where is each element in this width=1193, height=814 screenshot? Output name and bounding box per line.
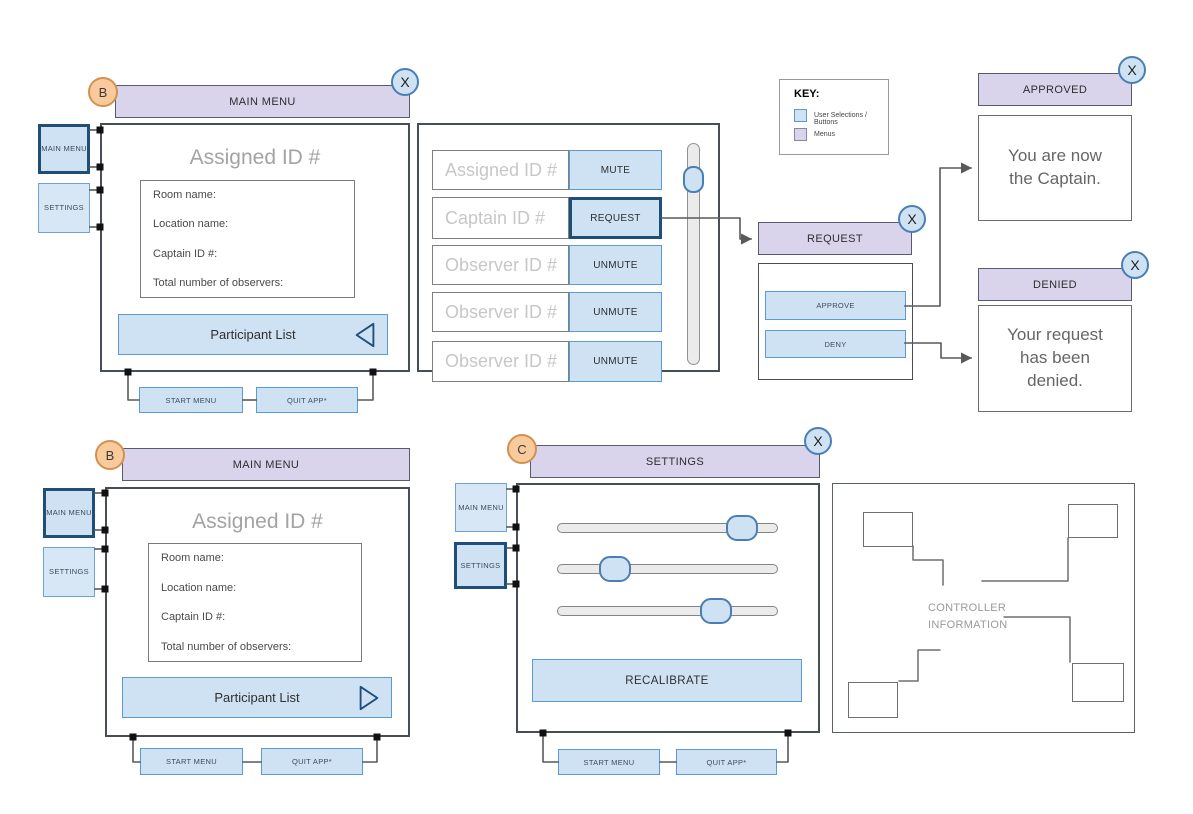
controller-callout-box <box>1072 663 1124 702</box>
room-info-box: Room name: Location name: Captain ID #: … <box>140 180 355 298</box>
main-menu-top-header: MAIN MENU <box>115 85 410 118</box>
start-menu-button[interactable]: START MENU <box>139 387 243 413</box>
scrollbar-track[interactable] <box>687 143 700 365</box>
label-badge-b-top: B <box>88 77 118 107</box>
close-icon[interactable]: X <box>391 68 419 96</box>
slider-track[interactable] <box>557 515 778 541</box>
main-menu-bottom-header: MAIN MENU <box>122 448 410 481</box>
assigned-id-heading: Assigned ID # <box>192 510 323 533</box>
settings-header: SETTINGS <box>530 445 820 478</box>
unmute-button[interactable]: UNMUTE <box>569 341 662 382</box>
start-menu-button[interactable]: START MENU <box>140 748 243 775</box>
sidebar-item-main-menu[interactable]: MAIN MENU <box>43 488 95 538</box>
request-dialog-header: REQUEST <box>758 222 912 255</box>
label-badge-b-bottom: B <box>95 440 125 470</box>
participant-row-label: Observer ID # <box>432 245 569 285</box>
participant-row-label: Observer ID # <box>432 341 569 382</box>
key-swatch-buttons <box>794 109 807 122</box>
captain-id-field: Captain ID #: <box>161 611 226 624</box>
observer-count-field: Total number of observers: <box>161 640 292 653</box>
sidebar-item-settings[interactable]: SETTINGS <box>43 547 95 597</box>
close-icon[interactable]: X <box>1118 56 1146 84</box>
key-title: KEY: <box>794 88 820 100</box>
controller-information-label: CONTROLLER INFORMATION <box>928 602 1008 631</box>
key-label-buttons: User Selections / Buttons <box>814 112 867 126</box>
controller-callout-box <box>1068 504 1118 538</box>
quit-app-button[interactable]: QUIT APP* <box>261 748 363 775</box>
close-icon[interactable]: X <box>804 427 832 455</box>
sidebar-item-main-menu[interactable]: MAIN MENU <box>38 124 90 174</box>
participant-row-label: Observer ID # <box>432 292 569 332</box>
location-name-field: Location name: <box>153 218 229 231</box>
slider-track[interactable] <box>557 556 778 582</box>
deny-button[interactable]: DENY <box>765 330 906 358</box>
unmute-button[interactable]: UNMUTE <box>569 292 662 332</box>
unmute-button[interactable]: UNMUTE <box>569 245 662 285</box>
sidebar-item-settings[interactable]: SETTINGS <box>38 183 90 233</box>
participant-list-button[interactable]: Participant List <box>122 677 392 718</box>
close-icon[interactable]: X <box>1121 251 1149 279</box>
controller-callout-box <box>863 512 913 547</box>
close-icon[interactable]: X <box>898 205 926 233</box>
room-info-box: Room name: Location name: Captain ID #: … <box>148 543 362 662</box>
label-badge-c: C <box>507 434 537 464</box>
scrollbar-handle[interactable] <box>683 166 704 193</box>
request-dialog-panel <box>758 263 913 380</box>
recalibrate-button[interactable]: RECALIBRATE <box>532 659 802 702</box>
participant-list-label: Participant List <box>210 327 296 342</box>
key-swatch-menus <box>794 128 807 141</box>
participant-list-label: Participant List <box>214 690 300 705</box>
triangle-right-icon[interactable] <box>355 684 383 715</box>
participant-list-button[interactable]: Participant List <box>118 314 388 355</box>
approved-message: You are now the Captain. <box>978 115 1132 221</box>
sidebar-item-main-menu[interactable]: MAIN MENU <box>455 483 507 532</box>
participant-row-label: Assigned ID # <box>432 150 569 190</box>
captain-id-field: Captain ID #: <box>153 247 218 260</box>
triangle-left-icon[interactable] <box>351 321 379 352</box>
approved-dialog-header: APPROVED <box>978 73 1132 106</box>
quit-app-button[interactable]: QUIT APP* <box>676 749 777 775</box>
key-label-menus: Menus <box>814 131 836 138</box>
quit-app-button[interactable]: QUIT APP* <box>256 387 358 413</box>
observer-count-field: Total number of observers: <box>153 276 284 289</box>
slider-handle[interactable] <box>598 556 631 582</box>
slider-track[interactable] <box>557 598 778 624</box>
room-name-field: Room name: <box>153 189 216 201</box>
slider-handle[interactable] <box>699 598 732 624</box>
room-name-field: Room name: <box>161 552 224 564</box>
assigned-id-heading: Assigned ID # <box>189 146 321 169</box>
participant-row-label: Captain ID # <box>432 197 569 239</box>
slider-handle[interactable] <box>725 515 758 541</box>
location-name-field: Location name: <box>161 581 237 594</box>
controller-callout-box <box>848 682 898 718</box>
start-menu-button[interactable]: START MENU <box>558 749 660 775</box>
denied-message: Your request has been denied. <box>978 305 1132 412</box>
denied-dialog-header: DENIED <box>978 268 1132 301</box>
key-legend: KEY: User Selections / Buttons Menus <box>779 79 889 155</box>
mute-button[interactable]: MUTE <box>569 150 662 190</box>
approve-button[interactable]: APPROVE <box>765 291 906 320</box>
sidebar-item-settings[interactable]: SETTINGS <box>454 542 507 589</box>
request-button[interactable]: REQUEST <box>569 197 662 239</box>
